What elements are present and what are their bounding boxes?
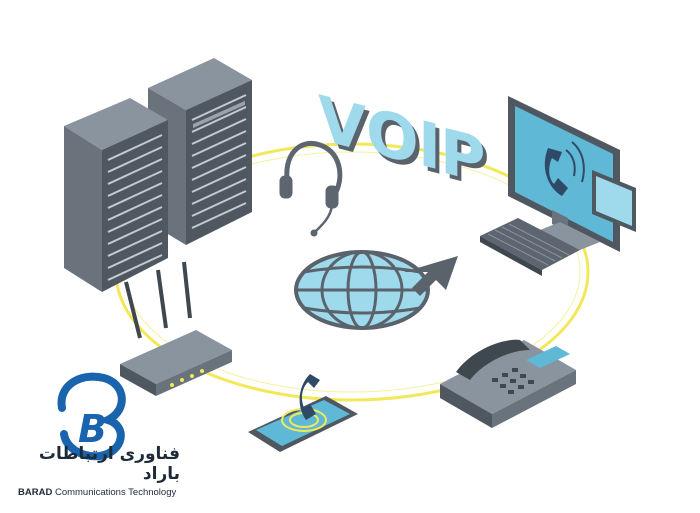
brand-name-en: BARAD Communications Technology xyxy=(18,487,208,498)
svg-text:V: V xyxy=(318,82,366,166)
smartphone xyxy=(248,374,358,452)
svg-text:P: P xyxy=(440,115,485,198)
brand-name-en-rest: Communications Technology xyxy=(52,487,177,498)
svg-text:I: I xyxy=(422,112,445,190)
router xyxy=(120,261,232,396)
svg-text:I: I xyxy=(418,107,441,185)
monitor xyxy=(508,96,636,252)
brand-name-fa: فناوری ارتباطات باراد xyxy=(38,444,180,484)
svg-text:O: O xyxy=(366,94,419,179)
brand-name-en-bold: BARAD xyxy=(18,487,53,498)
desk-phone xyxy=(440,339,576,428)
svg-text:V: V xyxy=(322,87,370,171)
cursor-icon xyxy=(404,256,458,296)
phone-handset-icon xyxy=(299,374,320,420)
svg-text:P: P xyxy=(444,120,489,203)
keyboard xyxy=(480,218,580,276)
brand-text: فناوری ارتباطات باراد BARAD Communicatio… xyxy=(18,444,208,498)
phone-handset-screen-icon xyxy=(544,141,585,196)
barad-logo-icon: B xyxy=(57,372,126,461)
server-rack-front xyxy=(64,98,168,292)
globe-icon xyxy=(294,250,430,330)
logo-letter: B xyxy=(78,407,107,451)
svg-text:O: O xyxy=(370,99,423,184)
voip-letters: V V O O I I P P xyxy=(318,82,489,203)
headset-icon xyxy=(279,141,343,237)
